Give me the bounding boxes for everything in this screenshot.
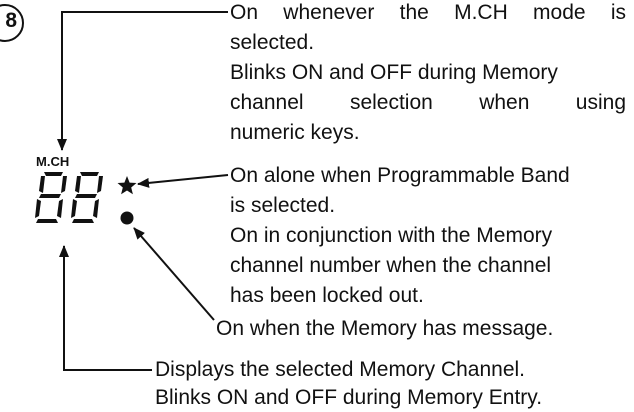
digits-desc-line-1: Displays the selected Memory Channel. <box>155 358 526 381</box>
section-marker-number: 8 <box>5 9 17 32</box>
star-desc-line-3: On in conjunction with the Memory <box>230 224 553 247</box>
star-icon <box>117 176 137 195</box>
dot-leader-line <box>133 227 215 321</box>
lcd-digit-2 <box>71 172 103 223</box>
mch-desc-line-4: channel selection when using <box>230 91 626 114</box>
mch-desc-line-3: Blinks ON and OFF during Memory <box>230 61 558 84</box>
mch-desc-line-1: On whenever the M.CH mode is <box>230 1 626 24</box>
mch-label: M.CH <box>36 154 70 169</box>
digits-leader-line <box>59 245 152 371</box>
mch-desc-line-2: selected. <box>230 31 315 54</box>
dot-icon <box>120 211 134 225</box>
dot-desc-line-1: On when the Memory has message. <box>216 317 554 340</box>
mch-leader-line <box>57 11 228 151</box>
star-leader-line <box>137 174 229 188</box>
mch-desc-line-5: numeric keys. <box>230 121 360 144</box>
lcd-digit-1 <box>35 172 67 223</box>
star-desc-line-2: is selected. <box>230 194 336 217</box>
star-desc-line-1: On alone when Programmable Band <box>230 164 570 187</box>
star-desc-line-4: channel number when the channel <box>230 254 552 277</box>
digits-desc-line-2: Blinks ON and OFF during Memory Entry. <box>155 386 543 409</box>
star-desc-line-5: has been locked out. <box>230 284 424 307</box>
